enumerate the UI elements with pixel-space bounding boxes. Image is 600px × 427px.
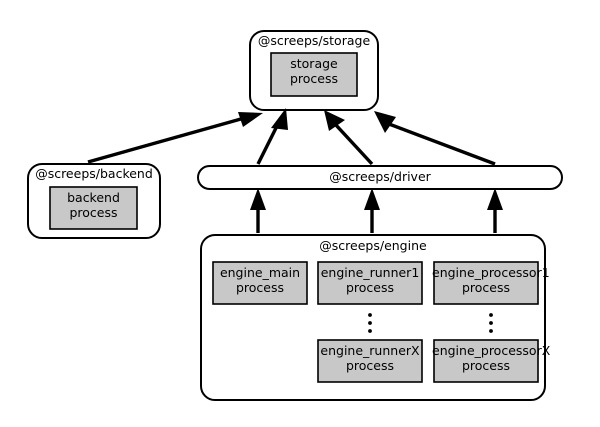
process-box-engine-runnerx — [317, 339, 423, 383]
ellipsis-dot-processor — [489, 313, 493, 317]
process-box-engine-main — [212, 261, 308, 305]
ellipsis-dot-runner — [368, 329, 372, 333]
ellipsis-dot-runner — [368, 321, 372, 325]
edge-driver-to-storage-left — [256, 108, 288, 165]
edge-engine-to-driver-middle — [364, 188, 380, 233]
package-box-driver — [197, 165, 563, 190]
process-box-storage-process — [270, 52, 358, 97]
edge-engine-to-driver-right — [487, 188, 503, 233]
process-box-engine-processorx — [433, 339, 539, 383]
edge-driver-to-storage-middle — [324, 110, 374, 166]
process-box-engine-runner1 — [317, 261, 423, 305]
ellipsis-dot-processor — [489, 329, 493, 333]
edge-backend-to-storage — [87, 112, 263, 164]
edge-driver-to-storage-right — [374, 111, 496, 166]
process-box-backend-process — [49, 186, 138, 230]
edge-engine-to-driver-left — [250, 188, 266, 233]
process-box-engine-processor1 — [433, 261, 539, 305]
ellipsis-dot-processor — [489, 321, 493, 325]
ellipsis-dot-runner — [368, 313, 372, 317]
